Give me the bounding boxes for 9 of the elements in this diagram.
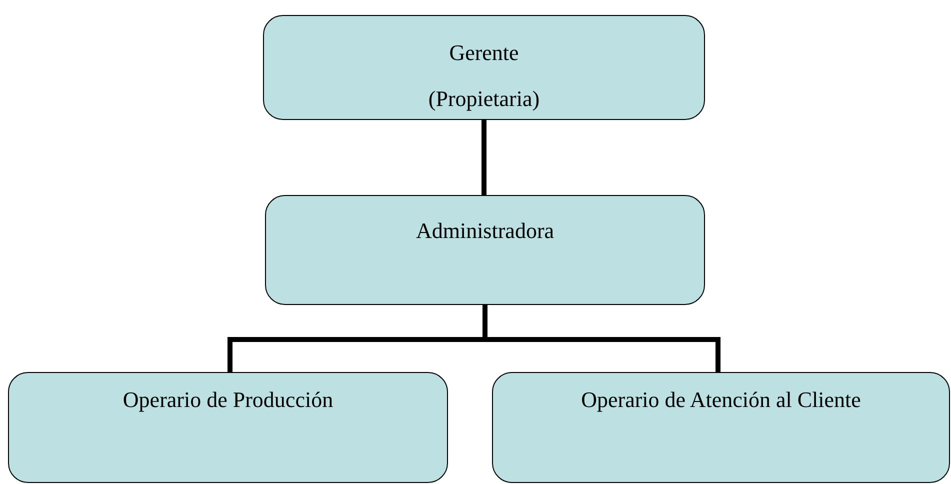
role-title: Administradora bbox=[414, 218, 556, 244]
role-title: Operario de Atención al Cliente bbox=[580, 387, 862, 413]
connector-line bbox=[482, 120, 486, 195]
role-title: Operario de Producción bbox=[122, 387, 334, 413]
role-title: Gerente (Propietaria) bbox=[427, 39, 541, 113]
org-box bbox=[492, 372, 950, 483]
org-box bbox=[8, 372, 448, 483]
org-box bbox=[263, 15, 705, 120]
org-box bbox=[265, 195, 705, 305]
